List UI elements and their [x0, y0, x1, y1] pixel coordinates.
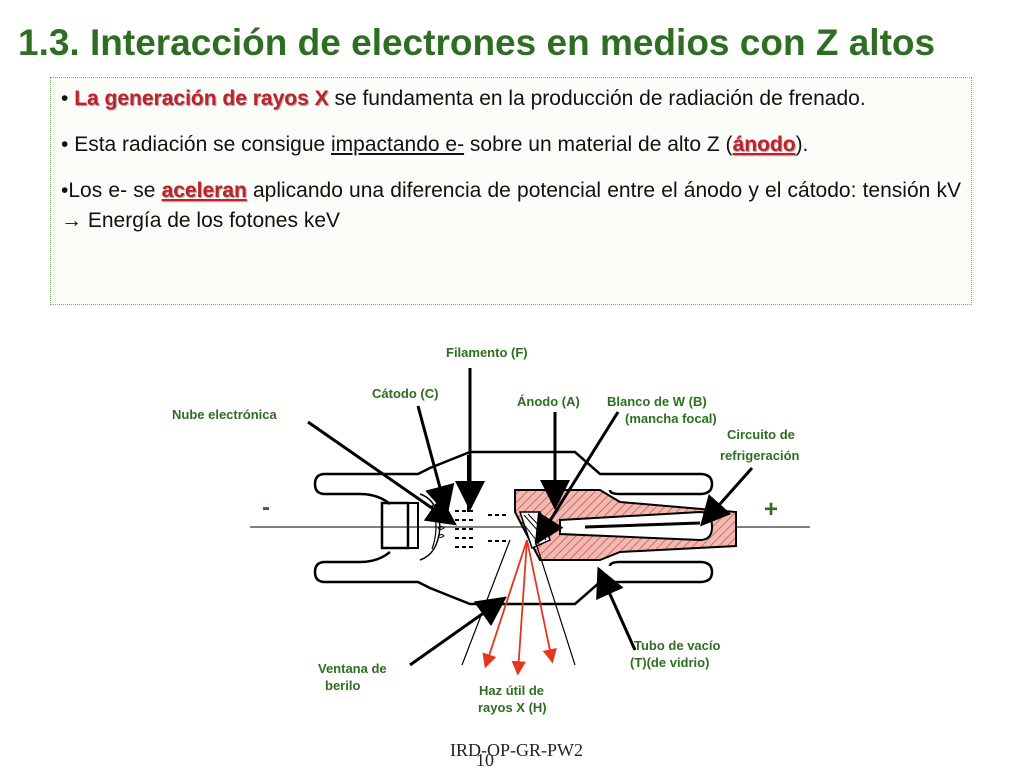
bullet-marker: • [61, 179, 69, 202]
bullet-3-text: Los e- se [68, 179, 162, 202]
highlight-anodo: ánodo [732, 133, 796, 156]
label-catodo: Cátodo (C) [372, 386, 439, 401]
underlined-impactando: impactando e- [331, 133, 465, 156]
label-nube-electronica: Nube electrónica [172, 407, 277, 422]
minus-sign: - [262, 494, 270, 521]
label-rayos-x: rayos X (H) [478, 700, 547, 715]
bullet-2-text-end: ). [795, 133, 809, 156]
bullet-1-text: se fundamenta en la producción de radiac… [328, 87, 866, 110]
footer-code: IRD-OP-GR-PW2 [450, 740, 583, 760]
plus-sign: + [764, 496, 779, 523]
right-arrow-icon: → [61, 209, 82, 232]
label-tubo-vacio: Tubo de vacío [634, 638, 721, 653]
bullet-3: •Los e- se aceleran aplicando una difere… [61, 176, 961, 236]
label-berilo: berilo [325, 678, 361, 693]
slide-title: 1.3. Interacción de electrones en medios… [18, 22, 936, 63]
label-anodo: Ánodo (A) [517, 394, 580, 409]
glass-tube-outline [325, 450, 714, 496]
label-tubo-vidrio: (T)(de vidrio) [630, 655, 710, 670]
bullet-2-text: Esta radiación se consigue [74, 133, 332, 156]
pointer-arrows [307, 368, 754, 667]
label-circuito: Circuito de [727, 427, 795, 442]
label-blanco: Blanco de W (B) [607, 394, 707, 409]
label-filamento: Filamento (F) [446, 345, 528, 360]
highlight-aceleran: aceleran [161, 179, 247, 202]
bullet-box: • La generación de rayos X se fundamenta… [50, 77, 972, 305]
bullet-1: • La generación de rayos X se fundamenta… [61, 84, 961, 114]
label-haz-util: Haz útil de [479, 683, 545, 698]
label-ventana: Ventana de [318, 661, 387, 676]
page-number: 10 [476, 750, 494, 770]
bullet-2-text-mid: sobre un material de alto Z ( [464, 133, 733, 156]
label-refrigeracion: refrigeración [720, 448, 800, 463]
bullet-2: • Esta radiación se consigue impactando … [61, 130, 961, 160]
window-line-right [534, 539, 576, 666]
highlight-generacion: La generación de rayos X [74, 87, 329, 110]
bullet-3-text-end: Energía de los fotones keV [82, 209, 340, 232]
bullet-marker: • [61, 133, 75, 156]
electron-cloud [455, 510, 506, 548]
label-mancha-focal: (mancha focal) [625, 411, 717, 426]
bullet-marker: • [61, 87, 75, 110]
bullet-3-text-mid: aplicando una diferencia de potencial en… [246, 179, 961, 202]
